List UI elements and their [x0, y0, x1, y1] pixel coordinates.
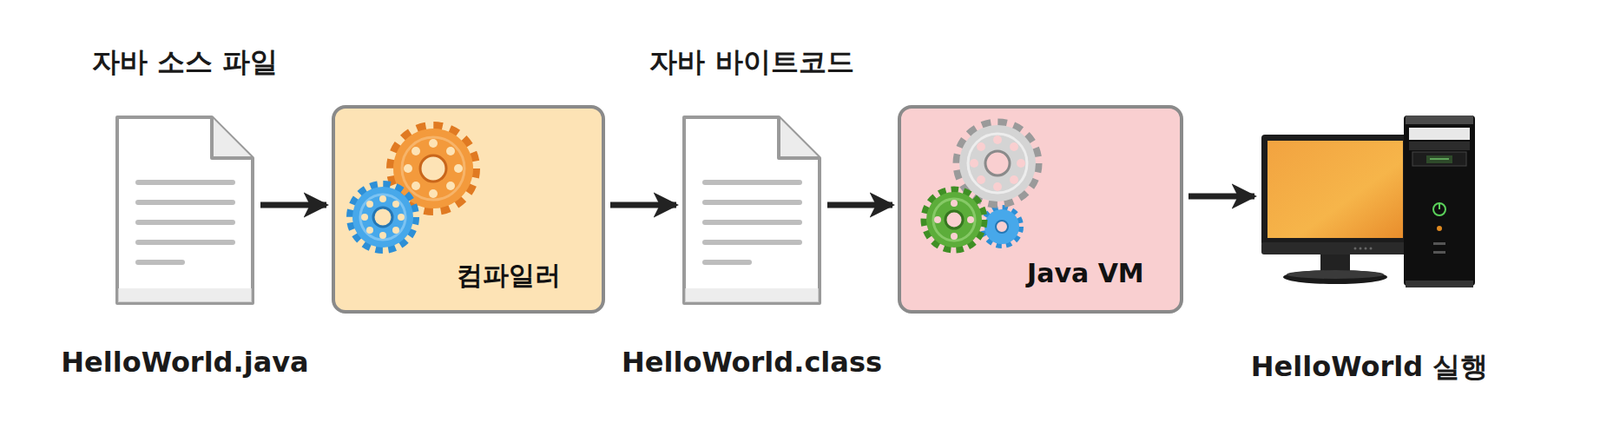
source-file-icon: 자바 소스 파일HelloWorld.java: [114, 114, 256, 306]
flow-arrow: [827, 202, 893, 209]
flow-arrow: [610, 202, 677, 209]
computer-node: HelloWorld 실행: [1259, 111, 1480, 291]
box-label: 컴파일러: [456, 257, 561, 294]
flow-arrow: [260, 202, 327, 209]
file-name: HelloWorld 실행: [1251, 348, 1489, 387]
node-heading: 자바 바이트코드: [649, 43, 854, 82]
box-label: Java VM: [1027, 257, 1145, 289]
node-heading: 자바 소스 파일: [92, 43, 278, 82]
flow-arrow: [1188, 193, 1255, 200]
file-name: HelloWorld.class: [621, 345, 883, 379]
computer-illustration: [1259, 111, 1480, 291]
compiler-box: 컴파일러: [331, 105, 606, 314]
file-name: HelloWorld.java: [60, 345, 309, 379]
jvm-box: Java VM: [897, 105, 1184, 314]
document-icon: [681, 114, 823, 306]
document-icon: [114, 114, 256, 306]
bytecode-file-icon: 자바 바이트코드HelloWorld.class: [681, 114, 823, 306]
